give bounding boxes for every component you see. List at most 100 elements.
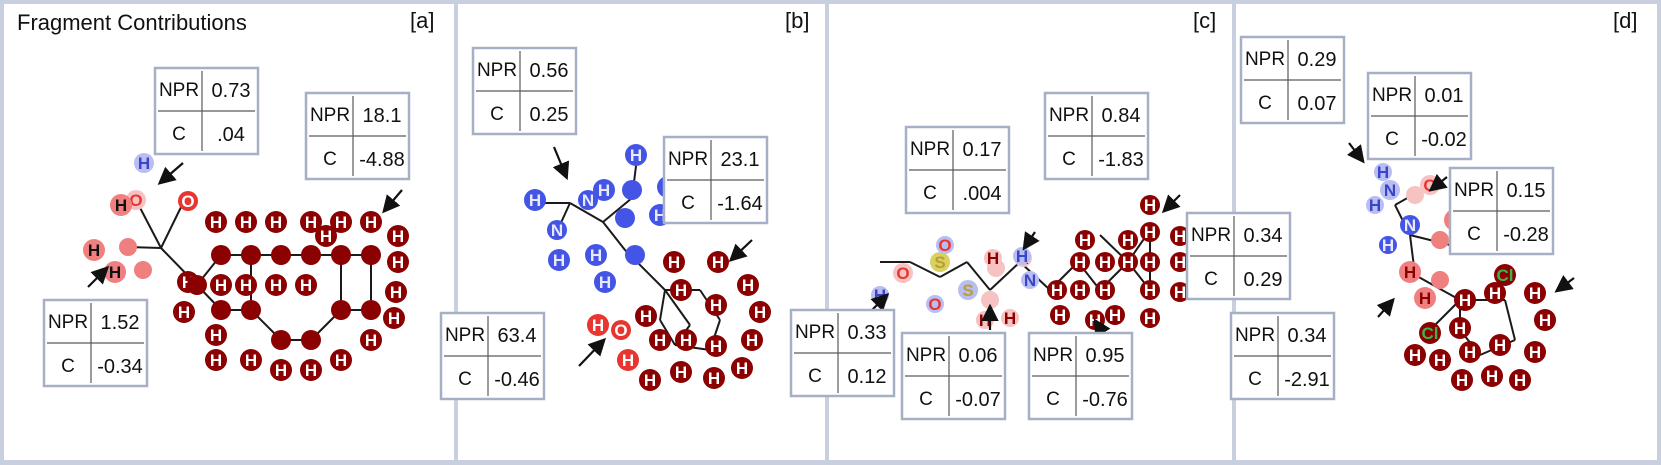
atom: H xyxy=(705,294,727,316)
pointer-arrow xyxy=(1346,142,1365,164)
atom-sphere xyxy=(593,179,615,201)
atom-sphere xyxy=(178,191,198,211)
atom-sphere xyxy=(675,329,697,351)
atom: H xyxy=(548,249,570,271)
atom-sphere xyxy=(705,294,727,316)
atom: H xyxy=(360,211,382,233)
atom-sphere xyxy=(1170,282,1190,302)
c-value: 0.29 xyxy=(1244,269,1283,291)
atom xyxy=(622,180,642,200)
atom-symbol: H xyxy=(335,351,347,370)
atom: H xyxy=(270,359,292,381)
atom: H xyxy=(585,244,607,266)
atom-sphere xyxy=(1379,236,1397,254)
atom-sphere xyxy=(1021,271,1039,289)
atom: H xyxy=(265,274,287,296)
atom-symbol: O xyxy=(928,295,941,314)
atom-sphere xyxy=(1118,252,1138,272)
atom xyxy=(241,300,261,320)
atom: H xyxy=(235,211,257,233)
atom-sphere xyxy=(241,300,261,320)
npr-key: NPR xyxy=(159,80,199,101)
atom: H xyxy=(330,349,352,371)
c-key: C xyxy=(172,124,186,145)
atom xyxy=(1431,231,1449,249)
atom-sphere xyxy=(1406,186,1424,204)
pointer-arrow xyxy=(1022,231,1040,251)
npr-value: 0.34 xyxy=(1244,225,1283,247)
atom-symbol: H xyxy=(1369,196,1381,215)
pointer-arrow xyxy=(1161,194,1181,214)
npr-key: NPR xyxy=(48,312,88,333)
atom-symbol: H xyxy=(365,213,377,232)
atom-sphere xyxy=(585,244,607,266)
atom xyxy=(1431,271,1449,289)
atom-sphere xyxy=(387,251,409,273)
c-key: C xyxy=(1046,389,1060,410)
c-value: 0.25 xyxy=(530,104,569,126)
atom-sphere xyxy=(1419,322,1441,344)
atom-symbol: S xyxy=(934,253,945,272)
atom xyxy=(301,330,321,350)
atom: N xyxy=(578,190,598,210)
atom-sphere xyxy=(930,252,950,272)
atom-symbol: H xyxy=(1456,371,1468,390)
atom: H xyxy=(649,329,671,351)
atom-symbol: H xyxy=(736,359,748,378)
atom: H xyxy=(1095,280,1115,300)
atom-symbol: H xyxy=(1099,253,1111,272)
atom: H xyxy=(1118,252,1138,272)
atom-symbol: O xyxy=(938,236,951,255)
atom: H xyxy=(383,307,405,329)
atom: H xyxy=(1374,163,1392,182)
c-key: C xyxy=(919,389,933,410)
c-value: -0.34 xyxy=(97,356,143,378)
c-key: C xyxy=(1248,369,1262,390)
atom-symbol: H xyxy=(300,276,312,295)
atom-symbol: H xyxy=(1144,281,1156,300)
atom-sphere xyxy=(1070,280,1090,300)
atom-sphere xyxy=(1524,341,1546,363)
c-value: -1.64 xyxy=(717,193,763,215)
atom-sphere xyxy=(331,300,351,320)
atom xyxy=(331,245,351,265)
atom-symbol: H xyxy=(1529,343,1541,362)
c-value: .04 xyxy=(217,124,245,146)
atom-sphere xyxy=(741,329,763,351)
atom-symbol: O xyxy=(129,191,142,210)
atom-sphere xyxy=(331,245,351,265)
atom: H xyxy=(524,189,546,211)
npr-key: NPR xyxy=(1049,105,1089,126)
npr-value: 0.15 xyxy=(1507,180,1546,202)
atom-symbol: H xyxy=(1016,247,1028,266)
atom-sphere xyxy=(173,301,195,323)
atom-sphere xyxy=(1431,231,1449,249)
pointer-arrow xyxy=(552,146,570,181)
atom-symbol: H xyxy=(1486,367,1498,386)
atom: H xyxy=(1534,309,1556,331)
c-value: -1.83 xyxy=(1098,149,1144,171)
atom-sphere xyxy=(981,291,999,309)
atom-sphere xyxy=(1451,369,1473,391)
bond xyxy=(989,261,1021,291)
atom-sphere xyxy=(926,295,944,313)
atom-sphere xyxy=(240,349,262,371)
atom: H xyxy=(1140,308,1160,328)
atom-sphere xyxy=(360,211,382,233)
atom: H xyxy=(1451,369,1473,391)
atom: N xyxy=(1400,215,1420,235)
atom-sphere xyxy=(235,274,257,296)
atom-sphere xyxy=(1534,309,1556,331)
atom-symbol: H xyxy=(392,227,404,246)
atom-sphere xyxy=(1481,365,1503,387)
atom: H xyxy=(741,329,763,351)
atom-sphere xyxy=(670,279,692,301)
atom xyxy=(211,300,231,320)
atom-sphere xyxy=(617,349,639,371)
atom: H xyxy=(1379,236,1397,255)
